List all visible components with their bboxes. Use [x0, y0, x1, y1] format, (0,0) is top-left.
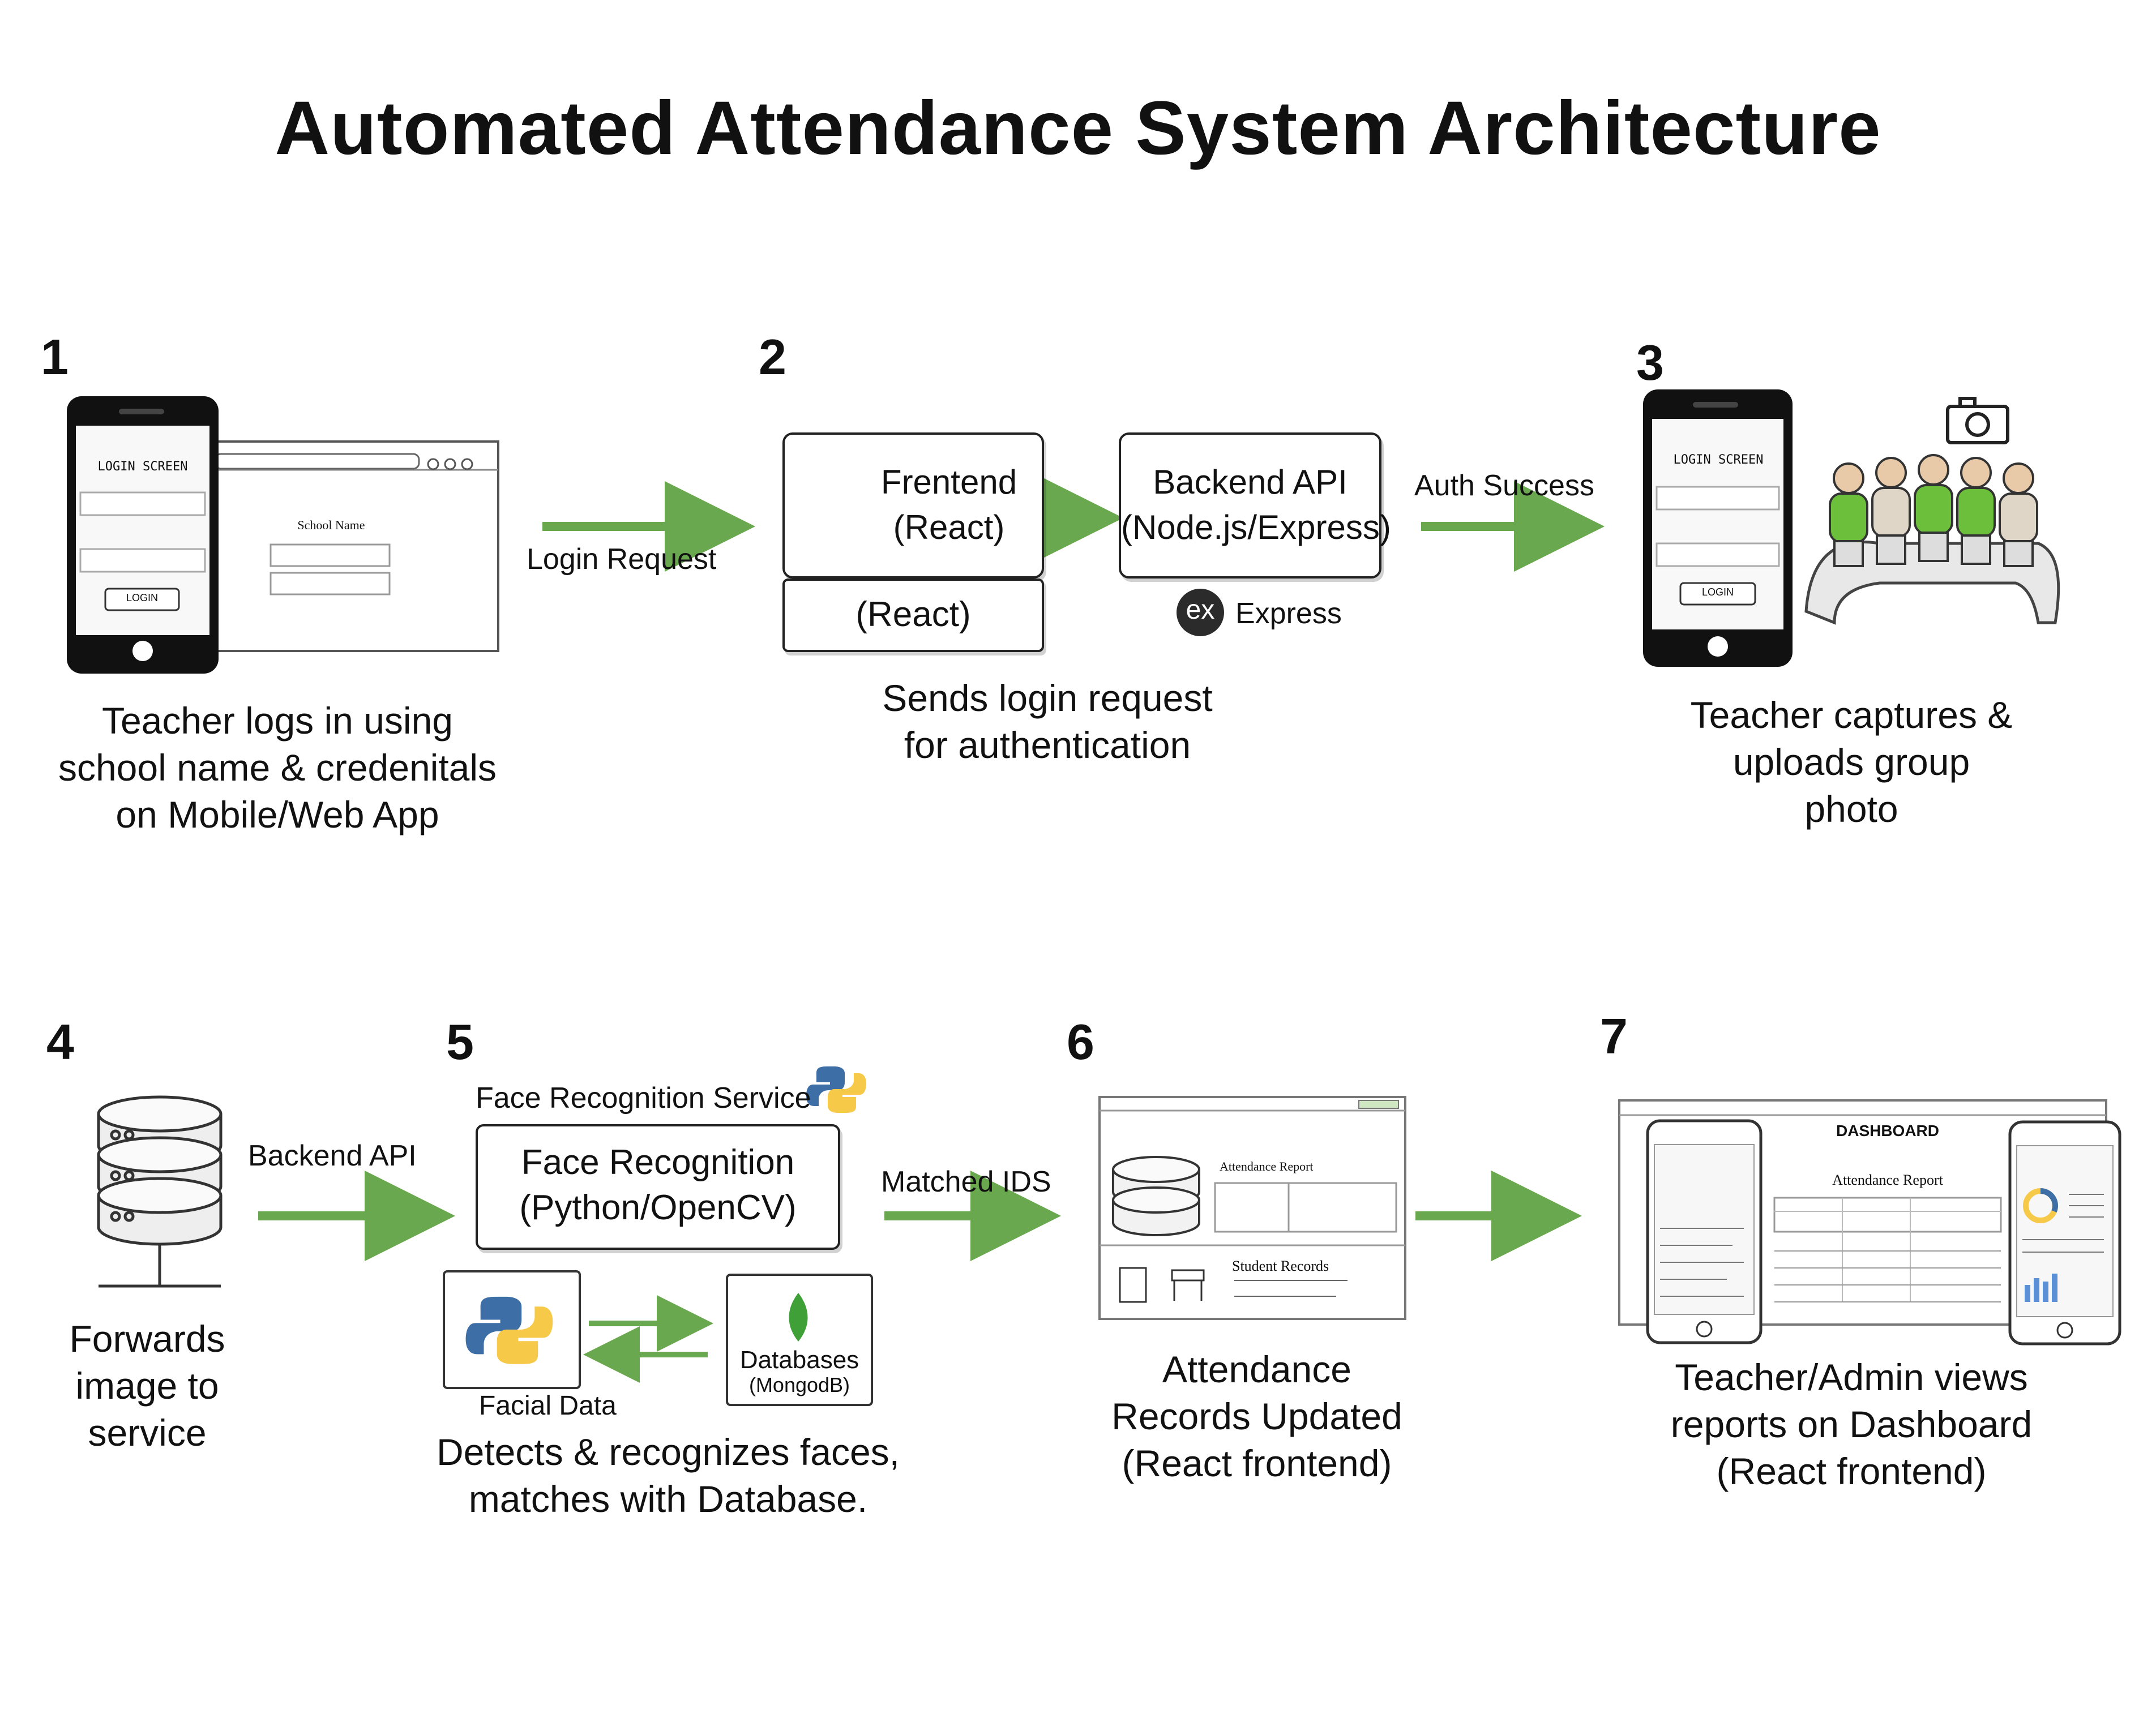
step2-caption-line: for authentication [904, 724, 1191, 766]
mongodb-leaf-icon [789, 1293, 808, 1342]
frontend-sub-label: (React) [855, 595, 971, 634]
step7-caption-line: Teacher/Admin views [1675, 1356, 2028, 1398]
express-label: Express [1235, 597, 1342, 630]
step4-caption-line: Forwards [69, 1318, 225, 1360]
frontend-react-subbox: (React) [782, 579, 1044, 652]
page-title: Automated Attendance System Architecture [275, 86, 1881, 170]
step3-caption: Teacher captures & uploads group photo [1619, 692, 2084, 833]
databases-tech-label: (MongodB) [748, 1373, 850, 1396]
python-icon-large [465, 1296, 553, 1364]
attendance-report-title: Attendance Report [1220, 1159, 1314, 1173]
step4-caption-line: image to [75, 1365, 219, 1407]
login-request-label: Login Request [527, 543, 717, 576]
step6-caption-line: (React frontend) [1122, 1442, 1392, 1484]
frontend-tech-label: (React) [893, 508, 1005, 546]
step-number-5: 5 [446, 1014, 474, 1070]
phone-icon-step3 [1643, 389, 1793, 667]
web-school-name-label: School Name [297, 518, 365, 532]
database-icon [97, 1095, 223, 1288]
matched-ids-label: Matched IDS [881, 1165, 1051, 1198]
backend-tech-label: (Node.js/Express) [1121, 508, 1391, 546]
step-number-3: 3 [1636, 335, 1664, 391]
backend-api-box: Backend API (Node.js/Express) [1119, 432, 1391, 579]
step-number-2: 2 [759, 329, 786, 385]
dashboard-icon [1618, 1099, 2121, 1346]
step7-caption: Teacher/Admin views reports on Dashboard… [1608, 1354, 2095, 1495]
step3-caption-line: Teacher captures & [1690, 694, 2013, 736]
dashboard-report-title: Attendance Report [1832, 1172, 1943, 1188]
face-recognition-tech: (Python/OpenCV) [519, 1188, 797, 1227]
phone3-login-title: LOGIN SCREEN [1673, 453, 1764, 467]
frontend-label: Frentend [880, 463, 1017, 501]
step4-caption-line: service [88, 1412, 207, 1454]
students-group-icon [1804, 454, 2060, 625]
express-logo-text: ex [1186, 595, 1215, 625]
step5-caption-line: Detects & recognizes faces, [436, 1431, 900, 1473]
facial-data-label: Facial Data [479, 1391, 617, 1421]
step1-caption: Teacher logs in using school name & cred… [34, 697, 521, 838]
step-number-1: 1 [41, 329, 69, 385]
phone-login-title: LOGIN SCREEN [97, 460, 188, 474]
step2-caption-line: Sends login request [882, 677, 1213, 719]
databases-label: Databases [739, 1346, 859, 1374]
backend-label: Backend API [1153, 463, 1348, 501]
step-number-6: 6 [1067, 1014, 1094, 1070]
step1-caption-line: school name & credenitals [58, 747, 497, 789]
step-number-7: 7 [1600, 1008, 1628, 1064]
frontend-box-title: Frentend (React) [870, 460, 1028, 550]
student-records-title: Student Records [1232, 1258, 1329, 1274]
browser-window-icon [203, 440, 499, 652]
step2-caption: Sends login request for authentication [804, 675, 1291, 769]
step6-caption: Attendance Records Updated (React fronte… [1053, 1346, 1461, 1487]
face-service-heading: Face Recognition Service [476, 1082, 811, 1115]
dashboard-title: DASHBOARD [1836, 1122, 1939, 1139]
step-number-4: 4 [46, 1014, 74, 1070]
step3-caption-line: photo [1804, 788, 1898, 830]
frontend-box: Frentend (React) [782, 432, 1044, 579]
step7-caption-line: reports on Dashboard [1670, 1403, 2033, 1445]
auth-success-label: Auth Success [1414, 469, 1594, 502]
backend-api-label: Backend API [248, 1139, 417, 1172]
step1-caption-line: on Mobile/Web App [116, 794, 439, 835]
step5-caption-line: matches with Database. [468, 1478, 868, 1520]
face-recognition-title: Face Recognition (Python/OpenCV) [478, 1140, 838, 1231]
step4-caption: Forwards image to service [23, 1316, 272, 1456]
face-recognition-box: Face Recognition (Python/OpenCV) [476, 1124, 840, 1250]
backend-box-title: Backend API (Node.js/Express) [1121, 460, 1391, 550]
camera-icon [1946, 397, 2009, 444]
step7-caption-line: (React frontend) [1716, 1450, 1987, 1492]
python-icon [806, 1066, 866, 1113]
phone-icon [67, 396, 219, 674]
step3-caption-line: uploads group [1732, 741, 1970, 783]
phone-login-button[interactable]: LOGIN [126, 592, 158, 603]
phone3-login-button[interactable]: LOGIN [1701, 586, 1734, 598]
express-logo-icon [1177, 589, 1224, 636]
face-recognition-label: Face Recognition [521, 1143, 795, 1182]
step6-caption-line: Records Updated [1111, 1395, 1402, 1437]
step6-caption-line: Attendance [1162, 1348, 1351, 1390]
step5-caption: Detects & recognizes faces, matches with… [419, 1429, 917, 1523]
step1-caption-line: Teacher logs in using [101, 700, 454, 742]
records-window [1098, 1096, 1406, 1320]
